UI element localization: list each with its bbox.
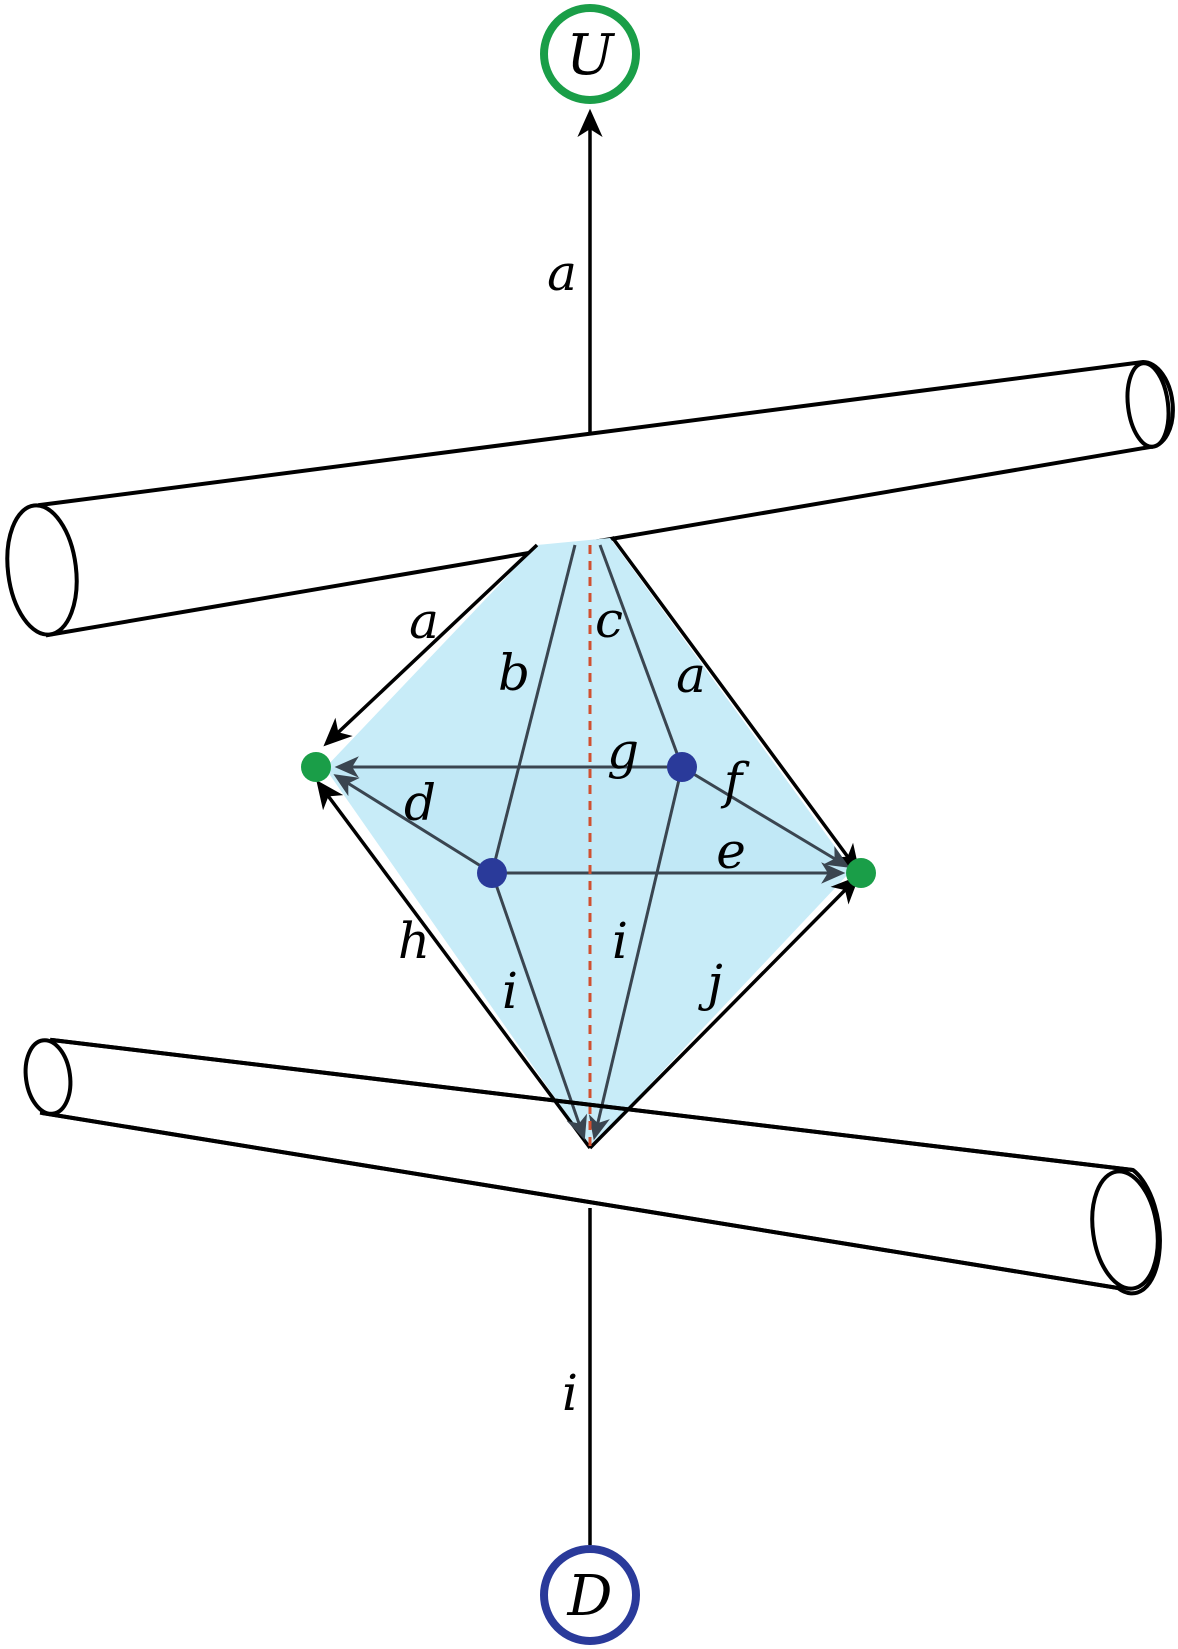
label-e: e	[716, 822, 746, 880]
label-bottom-stem: i	[562, 1364, 578, 1422]
node-u: U	[540, 4, 640, 104]
node-d-label: D	[567, 1564, 613, 1629]
lower-tube	[23, 1037, 1162, 1296]
node-u-label: U	[566, 23, 615, 88]
vertex-front-blue	[477, 858, 507, 888]
node-d: D	[540, 1545, 640, 1645]
vertex-right-green	[846, 858, 876, 888]
edge-a-upper-left	[323, 543, 539, 747]
label-upper-right: a	[676, 646, 706, 704]
edge-i-center	[588, 766, 684, 1141]
edge-f	[681, 765, 850, 868]
edge-c	[598, 544, 684, 768]
label-top-stem: a	[547, 244, 577, 302]
edge-j	[588, 875, 860, 1150]
label-upper-left: a	[409, 592, 439, 650]
edge-a-upper-right	[610, 535, 860, 874]
edge-i-left	[490, 872, 588, 1141]
edge-b	[490, 544, 577, 874]
label-c: c	[595, 591, 623, 649]
label-g: g	[607, 722, 639, 780]
label-i-center: i	[612, 912, 628, 970]
label-d: d	[404, 774, 436, 832]
edge-h	[316, 779, 592, 1150]
upper-tube	[5, 359, 1175, 638]
vertex-back-blue	[667, 752, 697, 782]
label-h: h	[398, 912, 430, 970]
label-b: b	[498, 644, 530, 702]
octahedron	[316, 535, 860, 1150]
edge-d	[333, 774, 493, 875]
vertex-left-green	[301, 752, 331, 782]
label-i-left: i	[502, 962, 518, 1020]
